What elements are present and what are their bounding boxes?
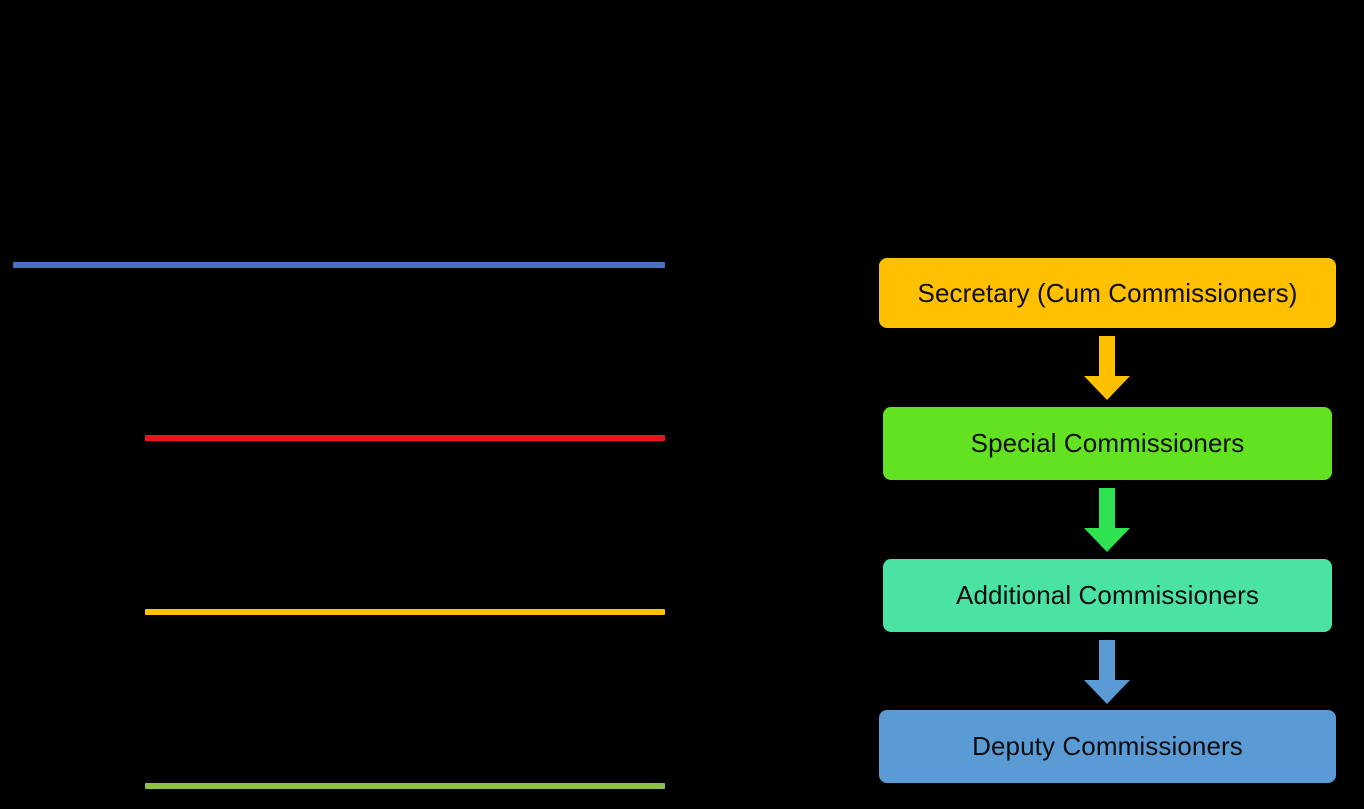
blue-rule-line xyxy=(13,262,665,268)
flow-node-special-commissioners[interactable]: Special Commissioners xyxy=(883,407,1332,480)
green-rule-line xyxy=(145,783,665,789)
flow-node-secretary[interactable]: Secretary (Cum Commissioners) xyxy=(879,258,1336,328)
arrow-down-icon-secretary-to-special xyxy=(1084,336,1130,400)
arrow-down-icon-additional-to-deputy xyxy=(1084,640,1130,704)
red-rule-line xyxy=(145,435,665,441)
flow-node-deputy-commissioners[interactable]: Deputy Commissioners xyxy=(879,710,1336,783)
flow-node-additional-commissioners[interactable]: Additional Commissioners xyxy=(883,559,1332,632)
flow-node-label: Deputy Commissioners xyxy=(972,731,1243,762)
flow-node-label: Additional Commissioners xyxy=(956,580,1259,611)
amber-rule-line xyxy=(145,609,665,615)
flow-node-label: Special Commissioners xyxy=(970,428,1245,459)
flow-node-label: Secretary (Cum Commissioners) xyxy=(917,277,1298,308)
arrow-down-icon-special-to-additional xyxy=(1084,488,1130,552)
